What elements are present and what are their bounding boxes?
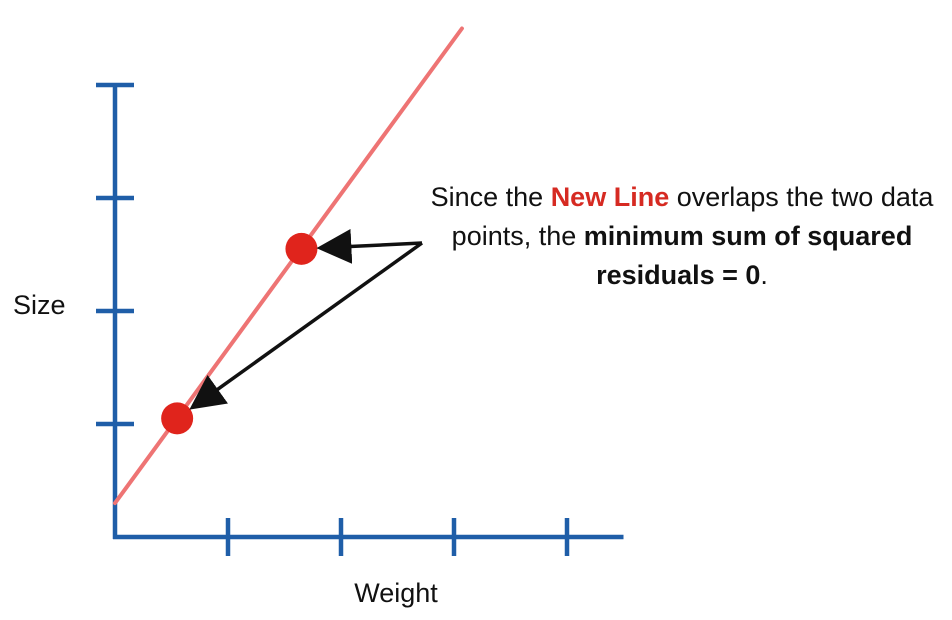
annotation-part1: Since the xyxy=(430,182,551,212)
new-line-group xyxy=(113,26,464,506)
annotation-part3: . xyxy=(760,260,768,290)
data-point-2 xyxy=(285,232,318,265)
x-axis-label: Weight xyxy=(354,578,438,608)
annotation-highlight: New Line xyxy=(550,182,670,212)
arrow-1 xyxy=(316,228,423,264)
axes xyxy=(96,82,624,556)
points-group xyxy=(161,232,318,435)
new-line xyxy=(113,26,464,506)
annotation-part2: overlaps the two data points, the xyxy=(451,182,934,251)
arrow-2 xyxy=(189,241,424,410)
annotation-text: Since the New Line overlaps the two data… xyxy=(412,178,952,295)
data-point-1 xyxy=(161,402,194,435)
arrows-group xyxy=(189,228,424,410)
annotation-bold: minimum sum of squared residuals = 0 xyxy=(583,221,913,290)
y-axis-label: Size xyxy=(13,290,66,320)
